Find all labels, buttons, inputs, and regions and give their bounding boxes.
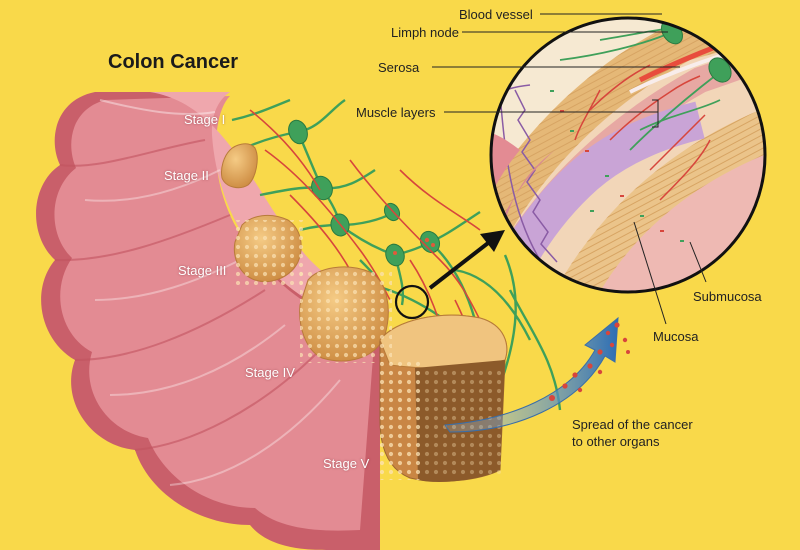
zoom-arrow <box>428 230 505 290</box>
stage-2-label: Stage II <box>164 168 209 183</box>
serosa-label: Serosa <box>378 60 420 75</box>
zoom-detail <box>489 16 767 294</box>
zoom-marker <box>394 284 430 320</box>
stage-5-label: Stage V <box>323 456 370 471</box>
spread-arrow <box>444 316 630 433</box>
spread-caption-line-2: to other organs <box>572 434 660 449</box>
stage-1-label: Stage I <box>184 112 226 127</box>
diagram-title: Colon Cancer <box>108 51 239 73</box>
blood-vessel-label: Blood vessel <box>459 7 533 22</box>
spread-caption-line-1: Spread of the cancer <box>572 417 693 432</box>
lymph-nodes <box>288 119 441 267</box>
colon <box>36 92 390 550</box>
mucosa-label: Mucosa <box>653 329 699 344</box>
spread-caption: Spread of the cancer to other organs <box>572 416 693 450</box>
stage-3-label: Stage III <box>178 263 227 278</box>
stage-4-label: Stage IV <box>245 365 295 380</box>
submucosa-label: Submucosa <box>693 289 762 304</box>
leader-lines <box>432 13 707 325</box>
lymph-node-label: Limph node <box>391 25 459 40</box>
muscle-layers-label: Muscle layers <box>356 105 436 120</box>
